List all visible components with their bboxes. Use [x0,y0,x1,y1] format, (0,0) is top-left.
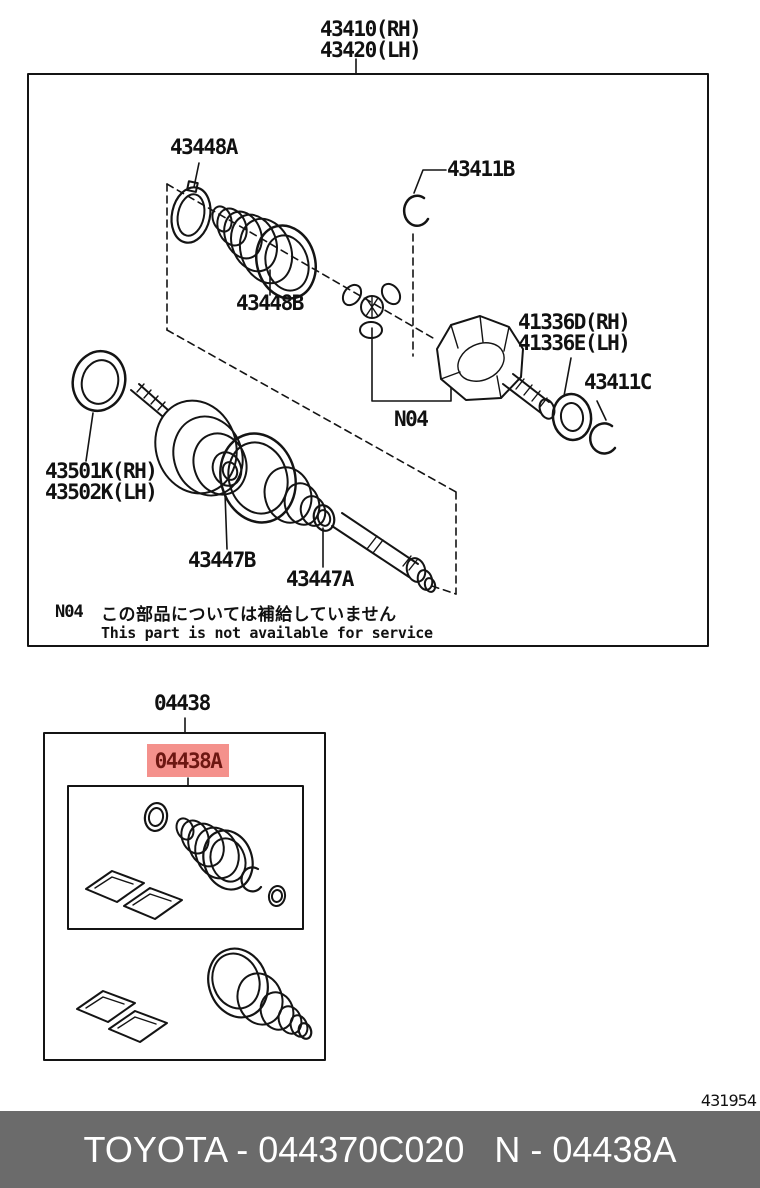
part-ref-n04: N04 [394,407,429,431]
part-number-43411c[interactable]: 43411C [584,370,652,394]
dust-seal-drawing [551,392,593,442]
note-text-english: This part is not available for service [101,624,433,642]
part-number-04438a-highlighted[interactable]: 04438A [147,744,229,777]
boot-kit-small-drawing [85,801,287,920]
part-number-43501k[interactable]: 43501K(RH) [45,459,158,483]
footer-catalog-code: TOYOTA - 044370C020 [83,1128,465,1170]
dust-deflector-drawing [71,349,127,413]
note-code: N04 [55,602,84,622]
part-number-43420-lh[interactable]: 43420(LH) [320,38,422,62]
footer-part-code: N - 04438A [494,1128,677,1170]
part-number-43410-rh[interactable]: 43410(RH) [320,17,422,41]
part-number-43447a[interactable]: 43447A [286,567,354,591]
tripod-joint-drawing [341,282,402,339]
part-number-43411b[interactable]: 43411B [447,157,515,181]
assembly-title: 43410(RH) 43420(LH) [320,17,422,62]
inboard-joint-drawing [436,315,556,420]
boot-clamp-drawing [170,180,212,244]
part-number-04438[interactable]: 04438 [154,691,211,715]
part-number-43447b[interactable]: 43447B [188,548,256,572]
diagram-frames [27,73,709,1061]
boot-kit-large-drawing [76,947,313,1043]
snap-ring-b-drawing [402,194,430,227]
sheet-number: 431954 [700,1091,757,1110]
part-number-41336d[interactable]: 41336D(RH) [518,310,631,334]
note-text-japanese: この部品については補給していません [101,605,397,625]
leader-lines [85,58,607,787]
part-number-43448a[interactable]: 43448A [170,135,238,159]
inboard-boot-drawing [211,205,317,300]
outboard-joint-drawing [130,383,437,593]
part-number-43448b[interactable]: 43448B [236,291,304,315]
snap-ring-c-drawing [588,422,617,455]
part-number-43502k[interactable]: 43502K(LH) [45,480,158,504]
footer-bar: TOYOTA - 044370C020 N - 04438A [0,1111,760,1188]
part-number-41336e[interactable]: 41336E(LH) [518,331,631,355]
